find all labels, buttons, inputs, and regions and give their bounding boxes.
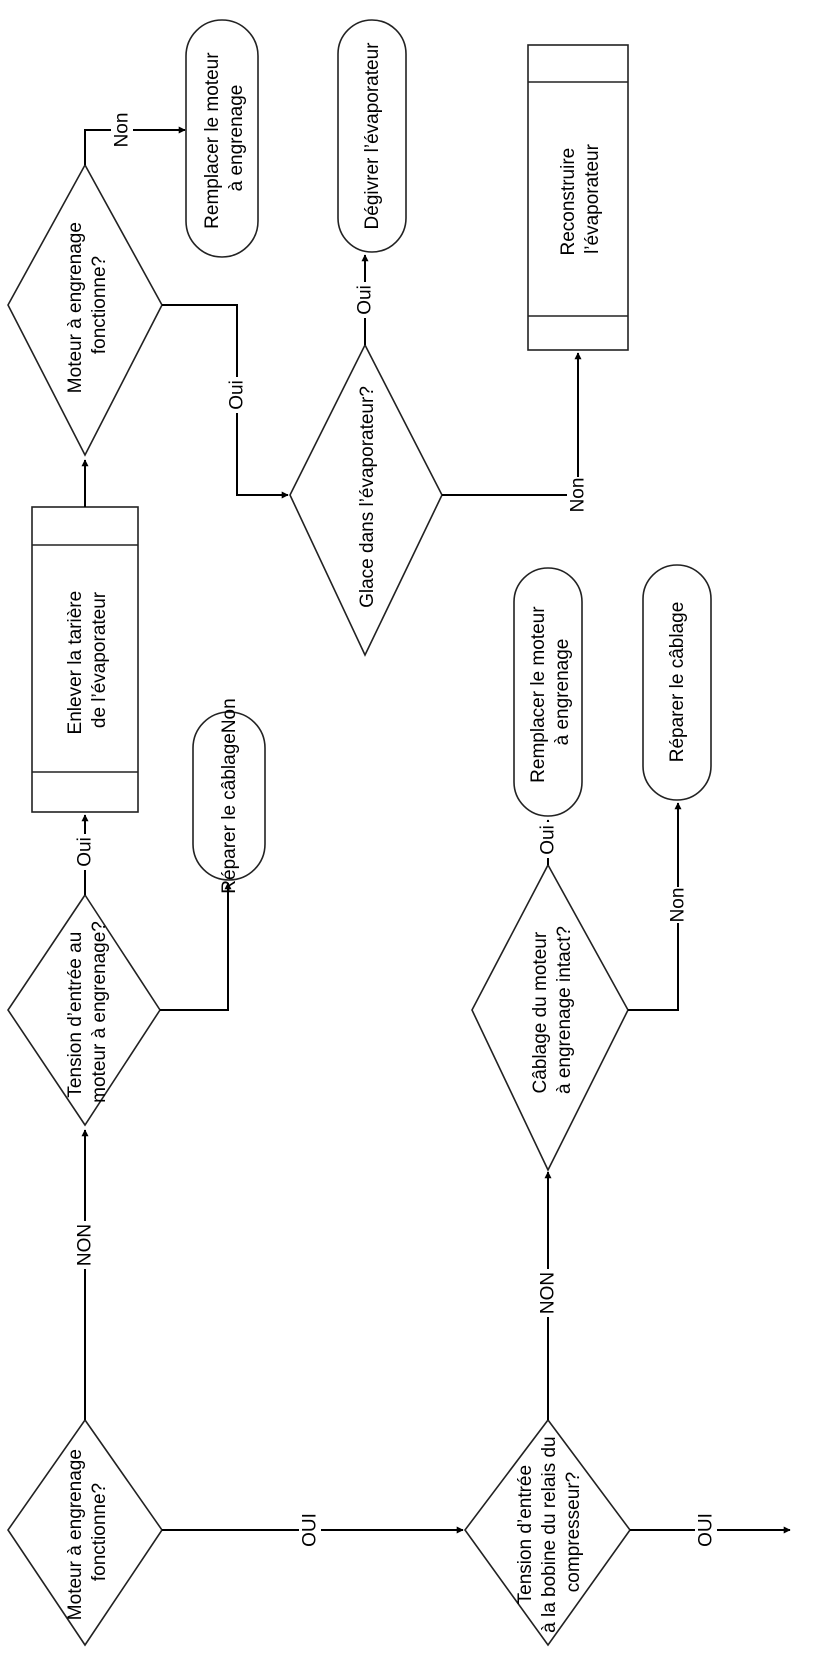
defrost-terminal [337,19,407,253]
svg-text:Non: Non [668,888,689,923]
edge-label-wiring-non: Non [667,887,689,923]
edge-label-start-non: NON [74,1221,96,1269]
wiring-intact-decision-shape [471,863,629,1172]
relay-coil-decision-shape [464,1418,631,1647]
svg-text:Non: Non [112,113,133,148]
edge-label-voltage-oui: Oui [74,834,96,870]
ice-decision-shape [289,343,443,657]
svg-text:Réparer le câblageNon: Réparer le câblageNon [219,698,240,893]
svg-text:Réparer le câblage: Réparer le câblage [667,602,688,763]
replace-motor-top-text: Remplacer le moteur à engrenage [202,47,247,229]
svg-text:Glace dans l’évaporateur?: Glace dans l’évaporateur? [357,386,378,608]
svg-text:NON: NON [538,1272,559,1314]
edge-label-ice-oui: Oui [354,282,376,318]
input-voltage-decision-shape [7,893,161,1127]
svg-text:Tension d’entrée à la bo: Tension d’entrée à la bobine du relais d… [515,1431,584,1633]
svg-text:Remplacer le moteur à en: Remplacer le moteur à engrenage [528,601,573,783]
rebuild-evaporator-text: Reconstruire l’évaporateur [558,143,603,256]
svg-text:NON: NON [75,1224,96,1266]
svg-text:Oui: Oui [227,380,248,410]
svg-text:Remplacer le moteur à en: Remplacer le moteur à engrenage [202,47,247,229]
edge-label-motor-oui: Oui [226,377,248,413]
svg-text:Moteur à engrenage fonct: Moteur à engrenage fonctionne? [65,1444,110,1620]
motor-to-ice-arrow [162,304,289,499]
gear-motor-works-decision-text: Moteur à engrenage fonctionne? [65,217,110,393]
start-decision-text: Moteur à engrenage fonctionne? [65,1444,110,1620]
svg-text:Tension d’entrée au mote: Tension d’entrée au moteur à engrenage? [65,921,110,1103]
remove-auger-text: Enlever la tarière de l’évaporateur [65,586,110,735]
ice-to-rebuild-arrow [442,352,582,496]
edge-label-wiring-oui: Oui [537,822,559,858]
relay-coil-decision-text: Tension d’entrée à la bobine du relais d… [515,1431,584,1633]
remove-auger-box [31,506,139,813]
wiring-to-repair-arrow [628,802,682,1011]
repair-wiring-bottom-text: Réparer le câblage [667,602,688,763]
edge-label-relay-non: NON [537,1269,559,1317]
input-voltage-decision-text: Tension d’entrée au moteur à engrenage? [65,921,110,1103]
replace-motor-bottom-terminal [513,567,583,817]
svg-text:Dégivrer l’évaporateur: Dégivrer l’évaporateur [362,42,383,230]
edge-label-relay-oui: OUI [695,1510,717,1550]
svg-text:OUI: OUI [696,1513,717,1547]
motor-to-replace-arrow [84,126,186,165]
defrost-text: Dégivrer l’évaporateur [362,42,383,230]
svg-text:OUI: OUI [300,1513,321,1547]
start-decision-shape [7,1418,163,1647]
edge-label-ice-non: Non [567,477,589,513]
voltage-to-repair-wiring-arrow [160,882,232,1011]
svg-text:Câblage du moteur à engr: Câblage du moteur à engrenage intact? [530,926,575,1094]
svg-text:Reconstruire l’évaporate: Reconstruire l’évaporateur [558,143,603,256]
ice-decision-text: Glace dans l’évaporateur? [357,386,378,608]
wiring-intact-decision-text: Câblage du moteur à engrenage intact? [530,926,575,1094]
svg-text:Enlever la tarière de l’: Enlever la tarière de l’évaporateur [65,586,110,735]
rebuild-evaporator-box [527,44,629,351]
replace-motor-bottom-text: Remplacer le moteur à engrenage [528,601,573,783]
replace-motor-top-terminal [185,19,259,258]
svg-text:Oui: Oui [355,285,376,315]
repair-wiring-bottom-terminal [642,564,712,801]
repair-wiring-top-text: Réparer le câblageNon [219,698,240,893]
edge-label-motor-non: Non [111,112,133,148]
svg-text:Non: Non [568,478,589,513]
svg-text:Oui: Oui [75,837,96,867]
edge-label-start-oui: OUI [299,1510,321,1550]
repair-wiring-top-terminal [192,711,266,881]
svg-text:Moteur à engrenage fonct: Moteur à engrenage fonctionne? [65,217,110,393]
svg-text:Oui: Oui [538,825,559,855]
gear-motor-works-decision-shape [7,163,163,457]
